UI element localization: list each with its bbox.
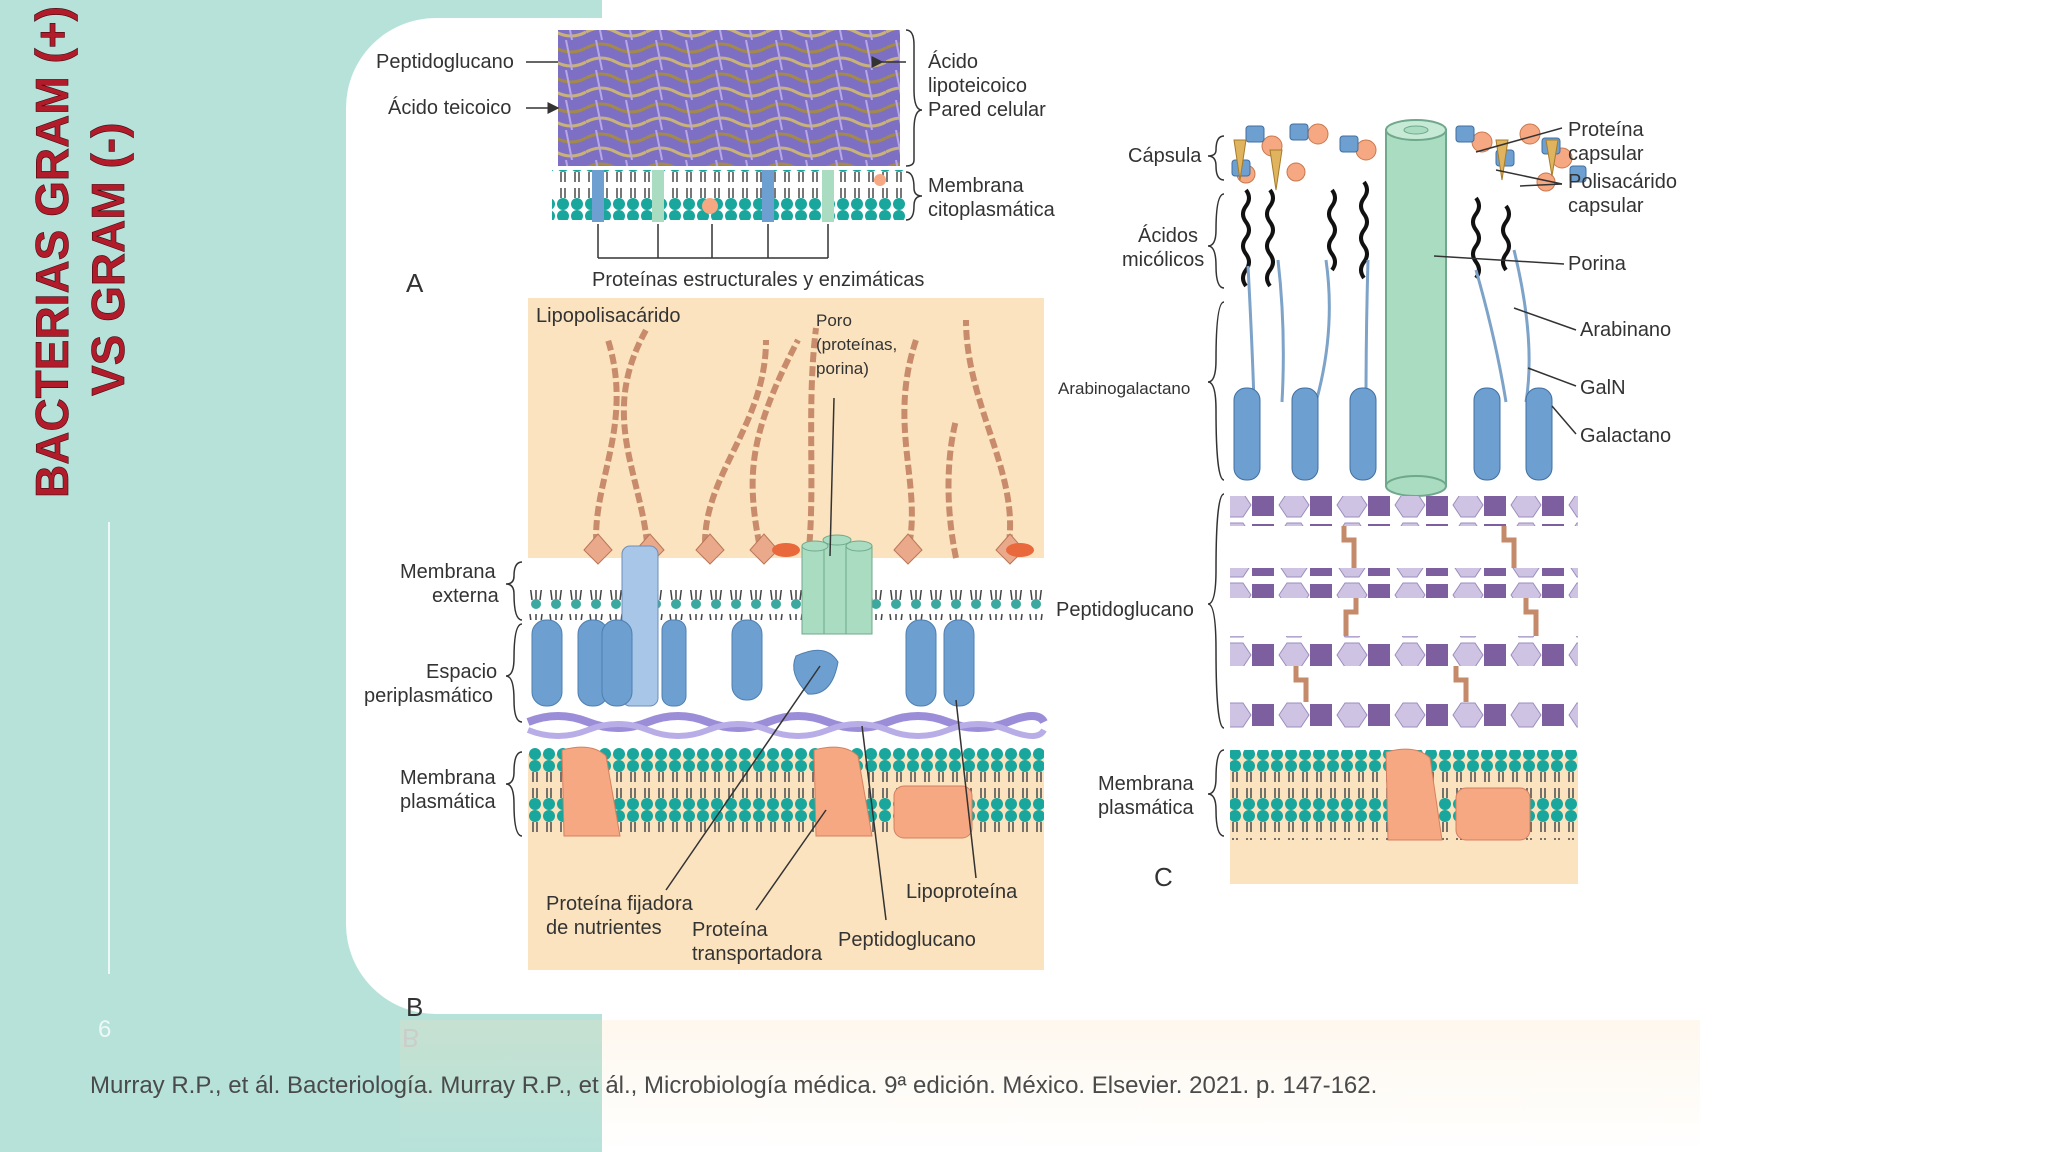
sidebar-divider: [108, 522, 110, 974]
a-letter: A: [406, 268, 424, 298]
b-letter: B: [406, 992, 423, 1020]
b-label-transport-1: Proteína: [692, 919, 768, 941]
b-label-lipoprotein: Lipoproteína: [906, 881, 1018, 903]
b-label-outer-1: Membrana: [400, 561, 496, 583]
b-label-peri-1: Espacio: [426, 661, 497, 683]
c-label-arabinan: Arabinano: [1580, 319, 1671, 341]
b-label-outer-2: externa: [432, 585, 500, 607]
a-label-lipoteichoic-2: lipoteicoico: [928, 75, 1027, 97]
a-label-teichoic: Ácido teicoico: [388, 96, 511, 119]
c-label-mycolic-1: Ácidos: [1138, 224, 1198, 247]
title-line2: VS GRAM (-): [82, 123, 134, 396]
c-label-capsular-protein-2: capsular: [1568, 143, 1644, 165]
b-label-plasma-1: Membrana: [400, 767, 496, 789]
a-label-peptidoglycan: Peptidoglucano: [376, 51, 514, 73]
c-label-capsular-protein-1: Proteína: [1568, 119, 1644, 141]
c-label-galn: GalN: [1580, 377, 1626, 399]
panel-c-mycobacteria: Cápsula Ácidos micólicos Arabinogalactan…: [1056, 119, 1677, 892]
c-porin: [1385, 119, 1447, 497]
c-label-plasma-2: plasmática: [1098, 797, 1194, 819]
figure-reflection: [400, 1020, 1700, 1152]
c-label-galactan: Galactano: [1580, 425, 1671, 447]
b-label-binding-1: Proteína fijadora: [546, 893, 694, 915]
c-peptidoglycan: [1230, 496, 1578, 732]
b-label-peri-2: periplasmático: [364, 685, 493, 707]
a-plasma-membrane: [552, 170, 906, 220]
slide-title: BACTERIAS GRAM (+) VS GRAM (-): [26, 8, 135, 498]
reflection-letter: B: [402, 1023, 420, 1053]
a-label-proteins: Proteínas estructurales y enzimáticas: [592, 269, 924, 291]
c-capsule: [1231, 123, 1587, 192]
b-porin: [801, 534, 873, 635]
b-label-transport-2: transportadora: [692, 943, 823, 965]
panel-b-gram-negative: Lipopolisacárido Poro (proteínas, porina…: [364, 298, 1048, 1020]
panel-a-gram-positive: Peptidoglucano Ácido teicoico Ácido lipo…: [376, 29, 1056, 298]
b-peptidoglycan-layer: [526, 712, 1048, 732]
b-label-lps: Lipopolisacárido: [536, 305, 681, 327]
b-outer-membrane: [528, 590, 1044, 620]
c-label-capsule: Cápsula: [1128, 145, 1202, 167]
c-label-peptidoglycan: Peptidoglucano: [1056, 599, 1194, 621]
title-line1: BACTERIAS GRAM (+): [26, 8, 78, 498]
b-label-binding-2: de nutrientes: [546, 917, 662, 939]
b-label-pore-3: porina): [816, 359, 869, 378]
citation: Murray R.P., et ál. Bacteriología. Murra…: [90, 1072, 1378, 1099]
c-label-mycolic-2: micólicos: [1122, 249, 1204, 271]
b-label-pore-1: Poro: [816, 311, 852, 330]
a-label-lipoteichoic-1: Ácido: [928, 50, 978, 73]
page-number: 6: [98, 1016, 112, 1043]
c-label-capsular-poly-1: Polisacárido: [1568, 171, 1677, 193]
b-label-peptidoglycan: Peptidoglucano: [838, 929, 976, 951]
c-label-porin: Porina: [1568, 253, 1627, 275]
a-label-membrane-1: Membrana: [928, 175, 1024, 197]
b-label-pore-2: (proteínas,: [816, 335, 897, 354]
a-label-cell-wall: Pared celular: [928, 99, 1046, 121]
a-peptidoglycan-layer: [558, 30, 900, 166]
a-label-membrane-2: citoplasmática: [928, 199, 1056, 221]
c-label-arabinogalactan: Arabinogalactano: [1058, 379, 1190, 398]
c-letter: C: [1154, 862, 1173, 892]
cell-wall-diagram: Peptidoglucano Ácido teicoico Ácido lipo…: [364, 29, 1677, 1020]
c-label-plasma-1: Membrana: [1098, 773, 1194, 795]
b-label-plasma-2: plasmática: [400, 791, 496, 813]
c-label-capsular-poly-2: capsular: [1568, 195, 1644, 217]
